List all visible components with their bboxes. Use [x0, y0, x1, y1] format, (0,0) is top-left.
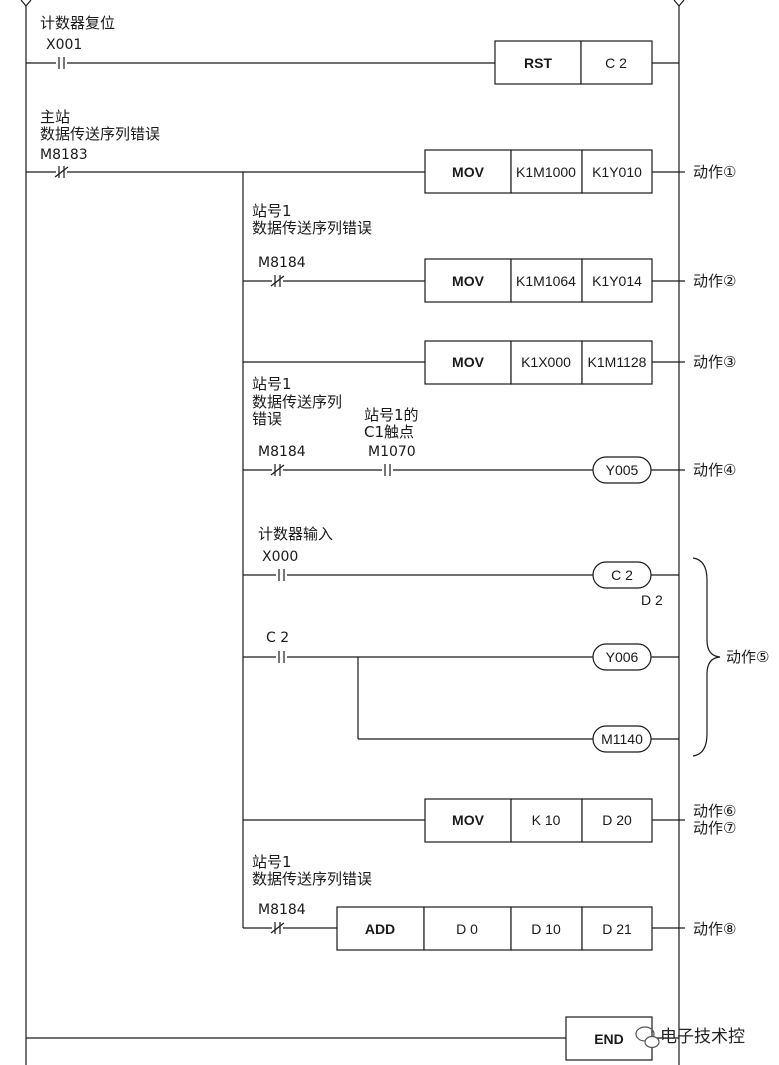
comment-c1-contact: C1触点	[364, 423, 414, 441]
contact-m1070-no	[384, 464, 391, 476]
coil-y006: Y006	[592, 643, 652, 671]
svg-text:ADD: ADD	[365, 921, 395, 937]
comment-station1-seq-b: 数据传送序列	[252, 393, 342, 411]
contact-m8183-nc	[54, 166, 69, 178]
svg-text:K1Y014: K1Y014	[592, 273, 642, 289]
wechat-icon	[635, 1026, 660, 1049]
coil-c2: C 2	[592, 561, 652, 589]
svg-text:MOV: MOV	[452, 164, 485, 180]
action-label-3: 动作③	[693, 353, 736, 371]
coil-m1140: M1140	[592, 725, 652, 753]
contact-label-m8184-b: M8184	[258, 444, 306, 460]
svg-text:Y006: Y006	[606, 649, 639, 665]
contact-c2-no	[278, 651, 285, 663]
svg-text:MOV: MOV	[452, 354, 485, 370]
svg-text:C 2: C 2	[611, 567, 633, 583]
comment-master-seq-error: 数据传送序列错误	[40, 125, 160, 143]
svg-text:K1M1064: K1M1064	[516, 273, 576, 289]
svg-text:K1M1000: K1M1000	[516, 164, 576, 180]
contact-m8184-nc-b	[270, 464, 285, 476]
svg-text:K1M1128: K1M1128	[588, 354, 647, 370]
comment-station1-b: 站号1	[252, 375, 292, 393]
svg-text:D 0: D 0	[456, 921, 478, 937]
svg-text:MOV: MOV	[452, 812, 485, 828]
contact-x001-no	[58, 57, 65, 69]
comment-master-station: 主站	[40, 108, 70, 126]
instruction-mov-3: MOV K1X000 K1M1128	[424, 340, 653, 385]
svg-text:D 21: D 21	[602, 921, 632, 937]
comment-station1-seq-error: 数据传送序列错误	[252, 219, 372, 237]
action-label-5: 动作⑤	[726, 648, 769, 666]
svg-text:K1Y010: K1Y010	[592, 164, 642, 180]
svg-text:C 2: C 2	[605, 55, 627, 71]
action-label-7: 动作⑦	[693, 819, 736, 837]
contact-label-m1070: M1070	[368, 444, 416, 460]
action-label-1: 动作①	[693, 163, 736, 181]
svg-text:M1140: M1140	[601, 731, 643, 747]
contact-x000-no	[278, 569, 285, 581]
counter-setpoint: D 2	[641, 592, 663, 608]
action-label-4: 动作④	[693, 461, 736, 479]
comment-station1-error-b: 错误	[252, 410, 282, 428]
svg-text:END: END	[594, 1031, 624, 1047]
svg-text:Y005: Y005	[606, 462, 639, 478]
instruction-rst: RST C 2	[494, 40, 653, 85]
contact-label-m8184-a: M8184	[258, 255, 306, 271]
comment-counter-reset: 计数器复位	[40, 14, 115, 32]
svg-text:RST: RST	[524, 55, 552, 71]
comment-station1-c: 站号1	[252, 853, 292, 871]
svg-text:D 10: D 10	[531, 921, 561, 937]
right-rail-arrow	[673, 0, 685, 7]
instruction-end: END	[565, 1016, 653, 1061]
svg-text:K 10: K 10	[532, 812, 561, 828]
watermark-text: 电子技术控	[660, 1027, 745, 1047]
svg-text:D 20: D 20	[602, 812, 632, 828]
left-rail-arrow	[20, 0, 32, 7]
comment-station1-seq-c: 数据传送序列错误	[252, 870, 372, 888]
contact-label-m8184-c: M8184	[258, 902, 306, 918]
contact-m8184-nc-c	[270, 922, 285, 934]
action-label-6: 动作⑥	[693, 802, 736, 820]
svg-text:K1X000: K1X000	[521, 354, 571, 370]
contact-label-x001: X001	[46, 37, 82, 53]
svg-text:MOV: MOV	[452, 273, 485, 289]
instruction-mov-4: MOV K 10 D 20	[424, 798, 653, 843]
instruction-mov-2: MOV K1M1064 K1Y014	[424, 258, 653, 303]
action-label-8: 动作⑧	[693, 920, 736, 938]
comment-counter-input: 计数器输入	[258, 525, 333, 543]
contact-label-c2: C 2	[266, 630, 289, 646]
contact-label-x000: X000	[262, 549, 298, 565]
comment-station1-c1: 站号1的	[364, 406, 419, 424]
contact-m8184-nc-a	[270, 275, 285, 287]
instruction-add: ADD D 0 D 10 D 21	[336, 906, 653, 951]
action-label-2: 动作②	[693, 272, 736, 290]
watermark: 电子技术控	[635, 1026, 745, 1049]
comment-station1: 站号1	[252, 202, 292, 220]
coil-y005: Y005	[592, 456, 652, 484]
instruction-mov-1: MOV K1M1000 K1Y010	[424, 149, 653, 194]
action-5-brace	[692, 557, 721, 757]
contact-label-m8183: M8183	[40, 147, 88, 163]
